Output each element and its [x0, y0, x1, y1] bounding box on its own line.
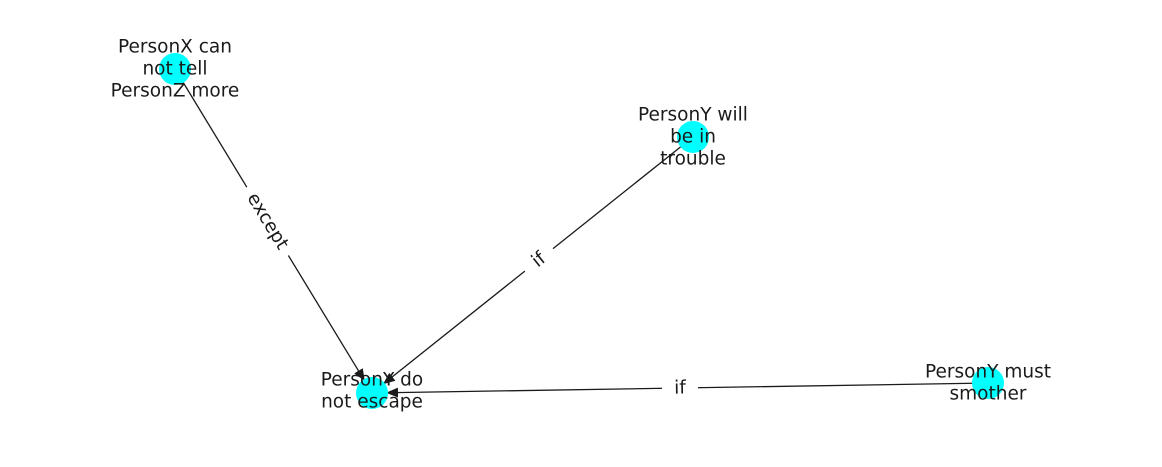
edge-label-text: if	[674, 377, 686, 398]
node-label-line: PersonX can	[118, 37, 232, 58]
edge-label-n1-n3: except	[236, 180, 299, 262]
node-label-line: be in	[670, 127, 716, 148]
node-label-line: not tell	[142, 59, 207, 80]
nodes-layer	[159, 53, 1004, 409]
edge-label-background	[236, 180, 299, 262]
node-label-line: smother	[950, 384, 1027, 405]
node-label-line: trouble	[660, 149, 726, 170]
node-n4	[972, 367, 1004, 399]
node-label-line: PersonY do	[321, 370, 423, 391]
node-label-line: not escape	[321, 392, 423, 413]
node-label-line: PersonY will	[638, 105, 748, 126]
edge-label-n4-n3: if	[661, 375, 699, 401]
edges-layer	[177, 73, 983, 398]
node-label-line: PersonZ more	[111, 81, 240, 102]
node-label-line: PersonY must	[925, 362, 1051, 383]
node-n3	[356, 377, 388, 409]
edge-label-background	[517, 239, 561, 281]
edge-label-background	[661, 375, 699, 401]
node-n1	[159, 53, 191, 85]
edge-labels-layer: except if if	[236, 180, 699, 401]
edge-label-n2-n3: if	[517, 239, 561, 281]
node-n2	[677, 121, 709, 153]
